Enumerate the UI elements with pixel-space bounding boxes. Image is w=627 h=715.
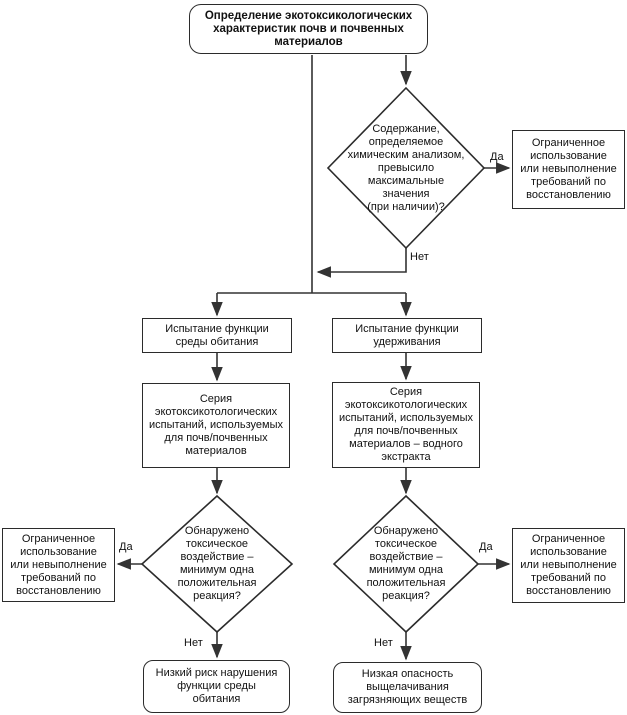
edge-chem-check-no [316, 248, 407, 278]
node-low-hazard-text: Низкая опасность выщелачивания загрязняю… [347, 668, 468, 706]
node-restricted-use-right-text: Ограниченное использование или невыполне… [520, 533, 617, 597]
node-restricted-use-top-text: Ограниченное использование или невыполне… [520, 137, 617, 201]
toxic-right-diamond-shape [332, 494, 480, 634]
node-test-habitat-function: Испытание функции среды обитания [142, 318, 292, 353]
node-test-habitat-function-text: Испытание функции среды обитания [165, 322, 269, 348]
edge-label-yes-top: Да [490, 151, 504, 163]
node-toxic-check-right: Обнаружено токсическое воздействие – мин… [336, 519, 476, 609]
edge-label-no-top: Нет [410, 251, 429, 263]
chem-check-diamond-shape [326, 86, 486, 250]
node-restricted-use-top: Ограниченное использование или невыполне… [512, 130, 625, 209]
node-restricted-use-left-text: Ограниченное использование или невыполне… [10, 532, 107, 597]
node-restricted-use-right: Ограниченное использование или невыполне… [512, 528, 625, 603]
edge-label-no-right: Нет [374, 637, 393, 649]
edge-label-no-left: Нет [184, 637, 203, 649]
node-toxic-check-right-text: Обнаружено токсическое воздействие – мин… [366, 525, 446, 602]
edge-label-yes-left: Да [119, 541, 133, 553]
node-toxic-check-left-text: Обнаружено токсическое воздействие – мин… [177, 525, 257, 602]
node-test-series-habitat: Серия экотоксикотологических испытаний, … [142, 383, 290, 468]
node-restricted-use-left: Ограниченное использование или невыполне… [2, 528, 115, 602]
node-test-series-retention: Серия экотоксикотологических испытаний, … [332, 382, 480, 468]
node-chem-check-text: Содержание, определяемое химическим анал… [347, 122, 465, 213]
node-test-series-habitat-text: Серия экотоксикотологических испытаний, … [148, 393, 284, 457]
node-low-hazard: Низкая опасность выщелачивания загрязняю… [333, 662, 482, 713]
node-test-retention-function: Испытание функции удерживания [332, 318, 482, 353]
node-start: Определение экотоксикологических характе… [189, 4, 428, 54]
node-chem-check: Содержание, определяемое химическим анал… [336, 116, 476, 220]
node-toxic-check-left: Обнаружено токсическое воздействие – мин… [147, 519, 287, 609]
node-test-retention-function-text: Испытание функции удерживания [355, 322, 459, 348]
node-start-text: Определение экотоксикологических характе… [204, 9, 413, 48]
node-low-risk: Низкий риск нарушения функции среды обит… [143, 660, 290, 713]
toxic-left-diamond-shape [140, 494, 294, 634]
node-test-series-retention-text: Серия экотоксикотологических испытаний, … [338, 386, 474, 463]
edge-trunk [217, 55, 406, 294]
edge-label-yes-right: Да [479, 541, 493, 553]
node-low-risk-text: Низкий риск нарушения функции среды обит… [155, 667, 278, 705]
